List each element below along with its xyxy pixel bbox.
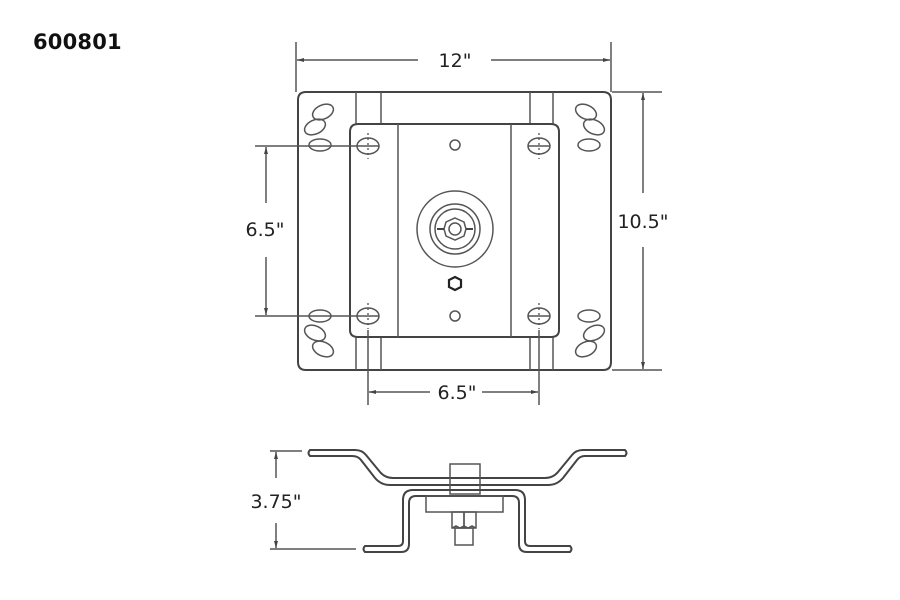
mount-hole-top-right xyxy=(527,133,551,159)
part-number-title: 600801 xyxy=(33,30,122,54)
center-hole-top xyxy=(449,139,461,151)
hole-vertical-spacing-label: 6.5" xyxy=(246,219,285,241)
slot-holes-bottom-right xyxy=(574,309,606,358)
mount-hole-top-left xyxy=(356,133,380,159)
top-view xyxy=(297,91,612,371)
height-label: 10.5" xyxy=(617,211,668,233)
width-label: 12" xyxy=(439,50,472,72)
center-hole-bottom xyxy=(449,310,461,322)
center-bearing xyxy=(416,190,494,268)
side-height-label: 3.75" xyxy=(250,491,301,513)
hex-nut-icon xyxy=(447,275,463,292)
slot-holes-top-right xyxy=(574,103,606,152)
mount-hole-bottom-right xyxy=(527,303,551,329)
slot-holes-bottom-left xyxy=(303,309,335,358)
slot-holes-top-left xyxy=(303,103,335,152)
dimension-width: 12" xyxy=(295,42,612,92)
dimension-side-height: 3.75" xyxy=(250,450,356,550)
side-view xyxy=(307,449,628,553)
mount-hole-bottom-left xyxy=(356,303,380,329)
dimension-hole-horizontal: 6.5" xyxy=(367,330,540,405)
dimension-hole-vertical: 6.5" xyxy=(246,145,357,317)
hole-horizontal-spacing-label: 6.5" xyxy=(438,382,477,404)
dimension-height: 10.5" xyxy=(612,91,669,371)
